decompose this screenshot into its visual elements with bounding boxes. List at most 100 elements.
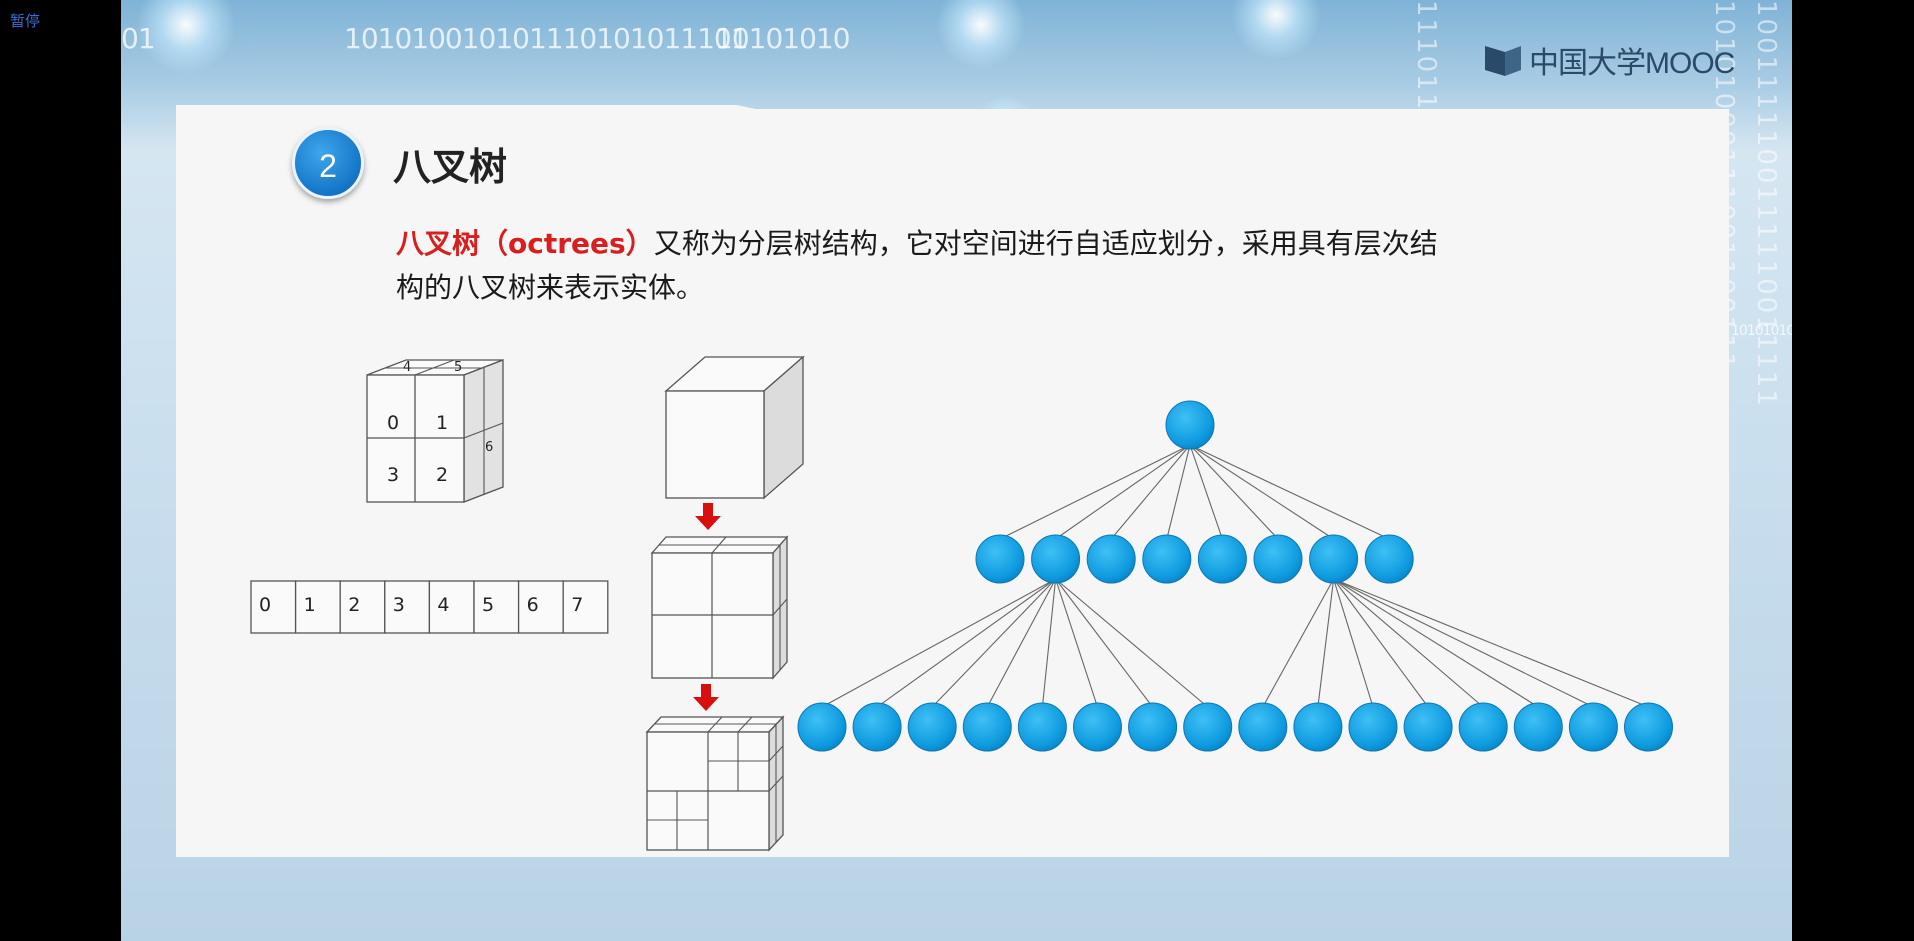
background-binary-text: 1001111100111110011111 <box>1751 0 1781 408</box>
array-cell <box>250 580 297 634</box>
tree-level1-node <box>1031 534 1081 584</box>
tree-edge <box>999 444 1191 540</box>
tree-edge <box>1189 444 1390 540</box>
definition-term: 八叉树（octrees） <box>396 227 654 260</box>
octant-label: 3 <box>387 464 399 486</box>
tree-leaf-node <box>962 702 1012 752</box>
tree-edge <box>1262 578 1335 708</box>
array-cell-label: 1 <box>304 594 316 616</box>
array-cell-label: 2 <box>348 594 360 616</box>
tree-edge <box>1189 444 1223 540</box>
labeled-octant-cube: 0 1 3 2 4 5 6 <box>366 359 504 503</box>
tree-leaf-node <box>1183 702 1233 752</box>
tree-edge <box>1166 444 1191 540</box>
tree-edge <box>876 578 1056 708</box>
array-cell <box>384 580 431 634</box>
tree-level1-node <box>975 534 1025 584</box>
array-cell <box>294 580 341 634</box>
array-cell-label: 7 <box>571 594 583 616</box>
tree-leaf-node <box>852 702 902 752</box>
tree-leaf-node <box>1348 702 1398 752</box>
octree-edges <box>821 444 1649 708</box>
tree-leaf-node <box>1128 702 1178 752</box>
array-cell <box>428 580 475 634</box>
tree-edge <box>1041 578 1057 708</box>
tree-leaf-node <box>1624 702 1673 752</box>
array-cell <box>517 580 564 634</box>
mooc-logo-text: 中国大学MOOC <box>1529 47 1735 80</box>
octant-index-array: 0 1 2 3 4 5 6 7 <box>250 580 609 634</box>
section-title: 八叉树 <box>393 145 508 189</box>
tree-edge <box>1333 578 1594 708</box>
cube-level-2 <box>645 715 785 852</box>
background-glow <box>936 0 1026 70</box>
subdivision-sequence <box>645 355 805 852</box>
tree-leaf-node <box>1568 702 1618 752</box>
array-cell <box>339 580 386 634</box>
background-binary-text: 10101010 <box>715 22 851 55</box>
tree-level1-node <box>1086 534 1136 584</box>
octant-label: 4 <box>403 360 411 375</box>
tree-root-node <box>1165 400 1215 450</box>
tree-edge <box>1333 578 1374 708</box>
tree-leaf-node <box>1017 702 1067 752</box>
background-binary-text: 101010010101110101011101 <box>344 22 749 55</box>
down-arrow <box>695 503 721 530</box>
octant-label: 1 <box>436 412 448 434</box>
tree-leaf-node <box>1073 702 1122 752</box>
octant-label: 5 <box>454 360 462 375</box>
tree-level1-node <box>1364 534 1414 584</box>
array-cell-label: 5 <box>482 594 494 616</box>
background-binary-text: 01 <box>121 22 156 55</box>
tree-edge <box>1055 578 1099 708</box>
array-cell <box>473 580 520 634</box>
tree-leaf-node <box>1293 702 1343 752</box>
array-cell-label: 4 <box>437 594 449 616</box>
octant-label: 6 <box>485 440 493 455</box>
mooc-logo: 中国大学MOOC <box>1483 38 1735 82</box>
down-arrow <box>693 684 719 711</box>
tree-edge <box>1333 578 1649 708</box>
array-cell-label: 0 <box>259 594 271 616</box>
tree-edge <box>1189 444 1279 540</box>
definition-line-2: 构的八叉树来表示实体。 <box>396 271 705 304</box>
array-cell-label: 3 <box>393 594 405 616</box>
tree-leaf-node <box>1238 702 1288 752</box>
background-binary-text: 10101010 <box>1731 323 1792 339</box>
octant-label: 2 <box>436 464 448 486</box>
definition-line-1: 又称为分层树结构，它对空间进行自适应划分，采用具有层次结 <box>653 227 1438 260</box>
tree-level1-node <box>1309 534 1359 584</box>
tree-edge <box>1110 444 1191 540</box>
tree-edge <box>1055 578 1209 708</box>
mooc-logo-icon <box>1483 42 1523 78</box>
tree-edge <box>986 578 1057 708</box>
octant-label: 0 <box>387 412 399 434</box>
cube-level-0 <box>664 355 805 500</box>
array-cell <box>562 580 609 634</box>
tree-edge <box>1055 444 1191 540</box>
pause-label[interactable]: 暂停 <box>10 12 41 30</box>
array-cell-label: 6 <box>527 594 539 616</box>
tree-leaf-node <box>1458 702 1508 752</box>
tree-edge <box>1333 578 1539 708</box>
tree-edge <box>821 578 1056 708</box>
video-frame: 01 101010010101110101011101 10101010 100… <box>121 0 1792 941</box>
definition-paragraph: 八叉树（octrees）又称为分层树结构，它对空间进行自适应划分，采用具有层次结… <box>396 222 1536 310</box>
tree-leaf-node <box>1403 702 1453 752</box>
tree-leaf-node <box>907 702 957 752</box>
tree-edge <box>931 578 1056 708</box>
tree-leaf-node <box>1513 702 1563 752</box>
section-number-badge: 2 <box>292 127 364 199</box>
tree-level1-node <box>1253 534 1303 584</box>
octree-diagram: 0 1 3 2 4 5 6 0 1 2 3 4 5 6 7 <box>250 355 1673 852</box>
tree-edge <box>1189 444 1334 540</box>
tree-edge <box>1333 578 1484 708</box>
tree-level1-node <box>1197 534 1247 584</box>
octree-nodes <box>797 400 1673 752</box>
tree-leaf-node <box>797 702 847 752</box>
tree-edge <box>1055 578 1154 708</box>
tree-edge <box>1317 578 1335 708</box>
cube-level-1 <box>650 535 789 680</box>
tree-level1-node <box>1142 534 1192 584</box>
tree-edge <box>1333 578 1429 708</box>
